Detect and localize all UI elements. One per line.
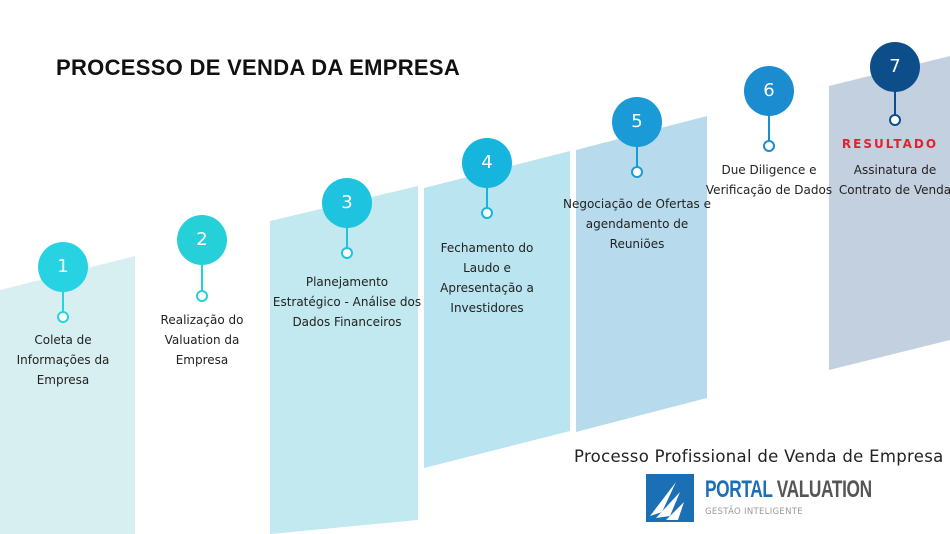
step-3-number-circle: 3 <box>322 178 372 228</box>
step-7-connector <box>894 87 896 116</box>
step-2-connector <box>201 260 203 292</box>
panel-4 <box>424 151 570 468</box>
panel-5 <box>576 116 707 432</box>
result-label: RESULTADO <box>841 137 939 151</box>
step-6-ring-icon <box>763 140 775 152</box>
panel-3 <box>270 186 418 534</box>
step-2-text: Realização do Valuation da Empresa <box>160 313 244 367</box>
step-5-number-circle: 5 <box>612 97 662 147</box>
step-6-connector <box>768 111 770 142</box>
step-1-number-circle: 1 <box>38 242 88 292</box>
step-4-connector <box>486 183 488 209</box>
logo-name: PORTAL VALUATION <box>705 476 872 503</box>
step-4-number-circle: 4 <box>462 138 512 188</box>
step-4-text: Fechamento do Laudo e Apresentação a Inv… <box>440 241 534 315</box>
step-6-text: Due Diligence e Verificação de Dados <box>705 163 833 197</box>
step-2-ring-icon <box>196 290 208 302</box>
step-2-number-circle: 2 <box>177 215 227 265</box>
step-3-connector <box>346 223 348 249</box>
step-6-number-circle: 6 <box>744 66 794 116</box>
page-title: PROCESSO DE VENDA DA EMPRESA <box>56 55 461 80</box>
step-1-connector <box>62 287 64 313</box>
step-7-number-circle: 7 <box>870 42 920 92</box>
panel-7 <box>829 56 950 370</box>
logo-tagline: GESTÃO INTELIGENTE <box>705 507 803 517</box>
step-1-ring-icon <box>57 311 69 323</box>
subtitle: Processo Profissional de Venda de Empres… <box>574 447 944 466</box>
step-3-text: Planejamento Estratégico - Análise dos D… <box>272 275 422 329</box>
step-5-text: Negociação de Ofertas e agendamento de R… <box>562 197 712 251</box>
step-5-connector <box>636 142 638 168</box>
panel-1 <box>0 256 135 534</box>
step-4-ring-icon <box>481 207 493 219</box>
step-5-ring-icon <box>631 166 643 178</box>
step-7-ring-icon <box>889 114 901 126</box>
step-1-text: Coleta de Informações da Empresa <box>16 333 110 387</box>
portal-valuation-logo-icon <box>646 474 694 522</box>
step-3-ring-icon <box>341 247 353 259</box>
step-7-text: Assinatura de Contrato de Venda <box>838 163 950 197</box>
